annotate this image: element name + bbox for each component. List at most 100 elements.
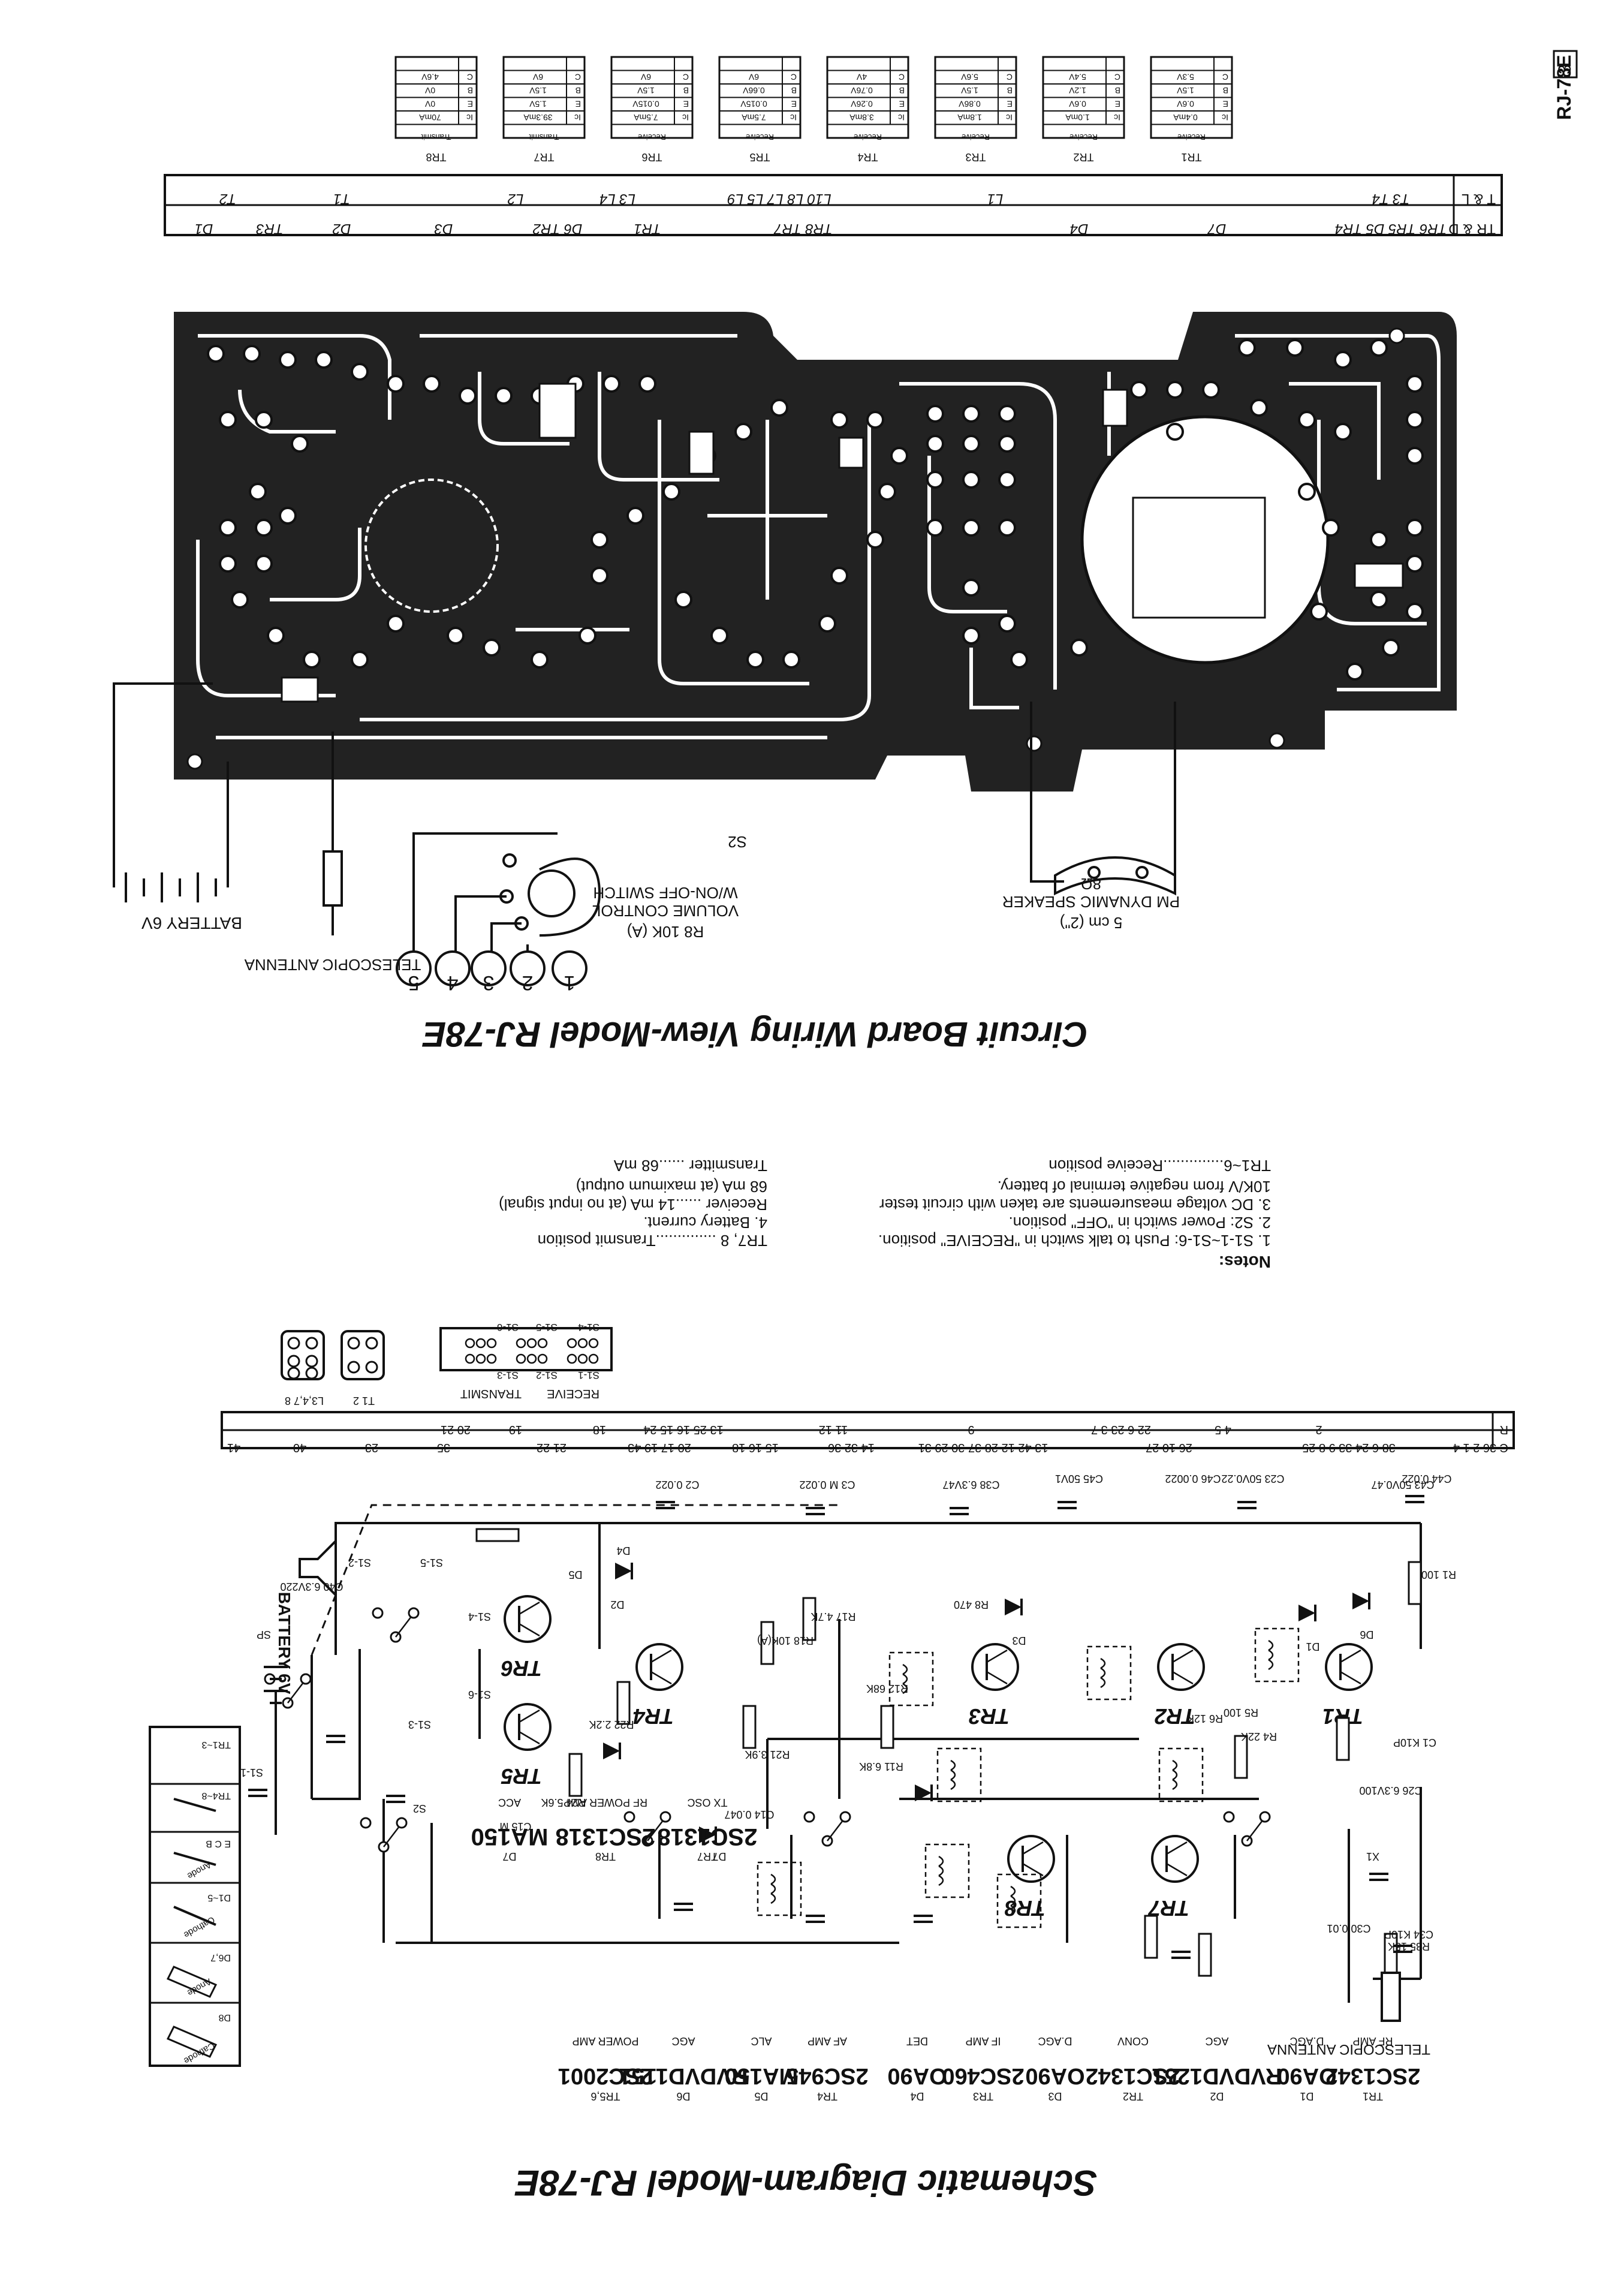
table-key: E [468,100,473,109]
coil-label: L3,4,7 8 [285,1395,324,1407]
table-transistor: TR6 [641,151,662,163]
solder-pad [249,483,267,501]
component-label: R4 22K [1241,1731,1277,1743]
legend-ref: D2 [1210,2090,1224,2102]
switch-contact [803,1811,815,1823]
coil-pin [305,1367,318,1380]
solder-pad [219,519,237,537]
legend-ref: D5 [754,2090,768,2102]
note-line: 4. Battery current. [643,1214,767,1232]
switch-contact [567,1338,577,1349]
ref-bar-item: TR8 TR7 [773,221,833,237]
solder-pad [926,435,944,453]
antenna-resistor [323,850,343,907]
speaker-callout: 5 cm (2") [1060,914,1123,932]
transistor-symbol [1325,1643,1373,1691]
solder-pad [483,639,501,657]
legend-function: AF AMP [808,2035,847,2047]
transistor-label: TR4 [633,1704,674,1729]
legend-function: RF POWER AMP [564,1796,647,1808]
component-label: C2 0.022 [655,1479,699,1491]
legend-function: POWER AMP [572,2035,638,2047]
diode-symbol [1352,1593,1369,1609]
table-value: 1.5V [960,86,978,95]
component-label: C45 50V1 [1055,1473,1103,1485]
table-head: Transmit [421,133,451,142]
switch-contact [372,1607,384,1619]
speaker-callout: PM DYNAMIC SPEAKER [1002,893,1180,911]
transistor-label: TR8 [1005,1896,1045,1921]
coil-pin [347,1361,360,1374]
mount-hole [1026,735,1043,752]
table-value: 1.5V [1176,86,1194,95]
solder-pad [662,483,680,501]
coil-can [1254,1627,1300,1683]
coil-pin [347,1337,360,1350]
switch-contact [537,1353,548,1364]
terminal-number: 2 [522,971,534,994]
solder-pad [1334,351,1352,369]
ref-bar-item: 20 21 [441,1423,471,1436]
switch-contact [516,1353,526,1364]
note-line: 68 mA (at maximum output) [576,1178,767,1196]
diode-symbol [615,1563,632,1579]
transistor-pinout-drawing [166,1966,218,1998]
table-key: Ic [1222,113,1228,122]
table-value: 0.6V [1176,100,1194,109]
solder-pad [219,411,237,429]
diode-symbol [1005,1599,1022,1615]
component-label: R22 2.2K [589,1719,634,1731]
ref-bar-item: 23 [365,1441,378,1454]
volume-control-symbol [412,832,601,959]
switch-contact [537,1338,548,1349]
solder-pad [890,447,908,465]
solder-pad [1406,555,1424,573]
ref-bar-item: 40 [293,1441,306,1454]
table-transistor: TR7 [534,151,554,163]
diode-symbol [915,1785,932,1801]
table-key: C [1007,73,1013,82]
switch-contact [486,1338,497,1349]
switch-contact [486,1353,497,1364]
table-key: C [1222,73,1228,82]
legend-part: RVDVD1151 [619,2063,748,2089]
component-label: S1-1 [240,1767,263,1779]
diode-pinout-drawing [173,1798,216,1812]
schematic-title: Schematic Diagram-Model RJ-78E [514,2163,1097,2203]
solder-pad [303,651,321,669]
component-label: R6 12K [1187,1713,1223,1725]
solder-pad [315,351,333,369]
resistor-symbol [568,1753,583,1797]
resistor-symbol [1198,1933,1212,1977]
switch-contact [588,1353,599,1364]
antenna-coil [1381,1972,1401,2022]
table-key: Ic [682,113,689,122]
solder-pad [1298,411,1316,429]
switch-contact [588,1338,599,1349]
switch-transmit-label: TRANSMIT [460,1387,522,1400]
component-label: C38 6.3V47 [942,1479,999,1491]
legend-part: 2SC1342 [1325,2063,1420,2089]
legend-part: 2SC945 [786,2063,868,2089]
table-value: 7.5mA [634,113,658,122]
component-outline [538,383,577,439]
switch-contact [1223,1811,1235,1823]
solder-pad [531,651,549,669]
resistor-symbol [802,1597,816,1641]
switch-contact [475,1338,486,1349]
terminal-number: 4 [447,971,459,994]
solder-pad [926,519,944,537]
diode-symbol [603,1743,620,1759]
table-value: 0.015V [740,100,767,109]
table-key: E [899,100,905,109]
solder-pad [830,567,848,585]
transistor-label: TR6 [501,1656,542,1681]
solder-pad [351,651,369,669]
solder-pad [734,423,752,441]
component-label: S1-5 [420,1557,443,1569]
solder-pad [1406,375,1424,393]
coil-can [924,1843,970,1898]
